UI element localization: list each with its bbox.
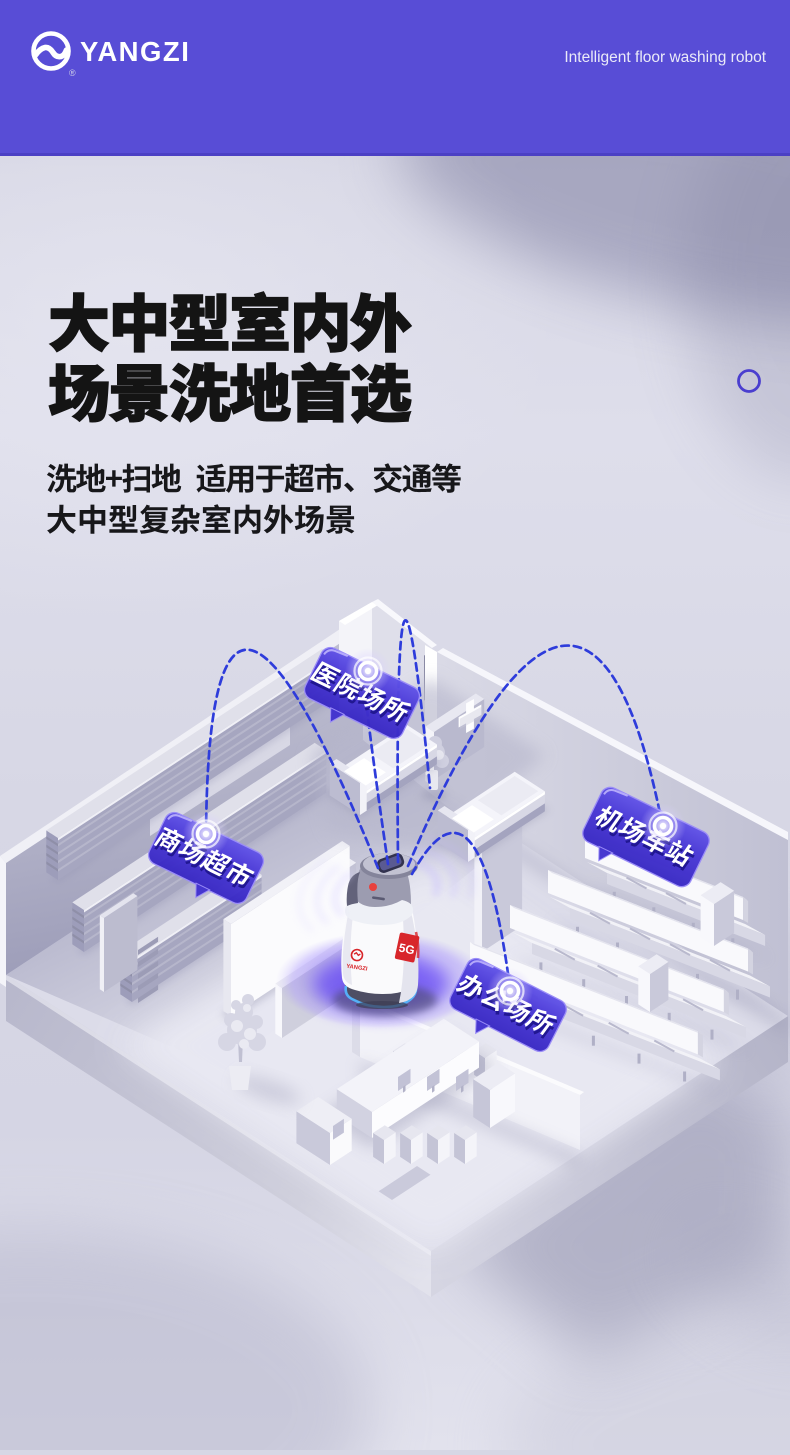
svg-text:Intelligent floor washing robo: Intelligent floor washing robot: [564, 49, 766, 66]
svg-text:YANGZI: YANGZI: [346, 964, 368, 973]
svg-text:5G: 5G: [398, 940, 417, 957]
svg-text:YANGZI: YANGZI: [80, 36, 190, 67]
svg-text:®: ®: [69, 68, 76, 78]
